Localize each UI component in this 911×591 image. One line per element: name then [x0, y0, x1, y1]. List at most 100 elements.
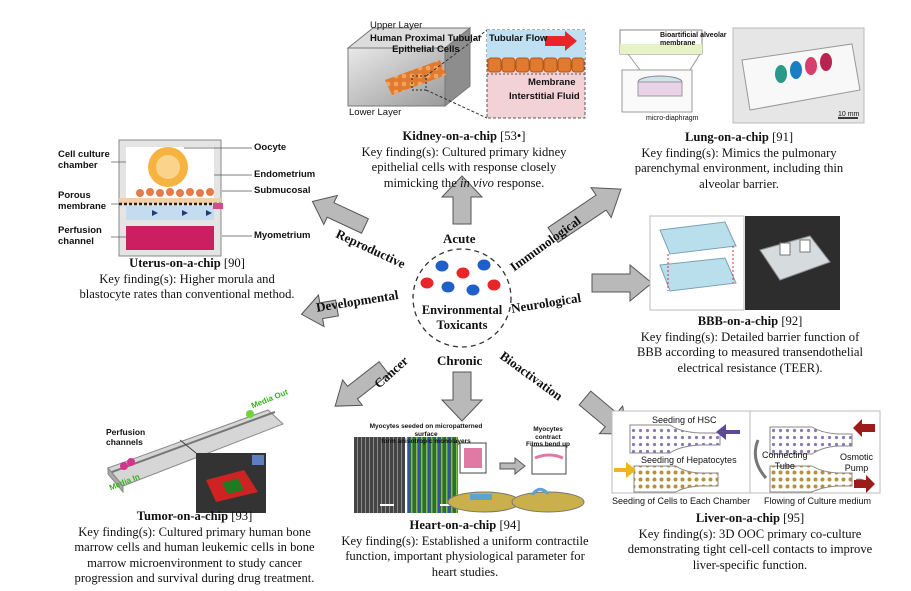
- bbb-finding-1: Key finding(s): Detailed barrier functio…: [640, 329, 860, 344]
- kidney-label-lower-layer: Lower Layer: [349, 107, 402, 118]
- bbb-finding-3: electrical resistance (TEER).: [677, 360, 823, 375]
- arrows: [300, 175, 653, 435]
- heart-finding-2: function, important physiological parame…: [345, 549, 585, 563]
- heart-illustration: [354, 437, 585, 513]
- liver-title: Liver-on-a-chip: [695, 511, 781, 525]
- liver-label-hsc: Seeding of HSC: [652, 415, 717, 425]
- uterus-label-perfusion: Perfusion channel: [58, 225, 102, 247]
- kidney-label-membrane: Membrane: [528, 77, 576, 88]
- uterus-title: Uterus-on-a-chip: [129, 256, 221, 270]
- heart-title: Heart-on-a-chip: [409, 518, 497, 532]
- uterus-caption: Uterus-on-a-chip [90] Key finding(s): Hi…: [62, 256, 312, 303]
- bbb-illustration: [649, 215, 840, 311]
- category-chronic: Chronic: [437, 353, 483, 368]
- liver-finding-3: liver-specific function.: [692, 557, 808, 572]
- liver-illustration: [611, 410, 881, 494]
- lung-label-alveolar-1: Bioartificial alveolar: [660, 32, 727, 39]
- uterus-label-oocyte: Oocyte: [254, 142, 287, 153]
- kidney-label-cells-1: Human Proximal Tubular: [370, 33, 482, 44]
- center-label-line1: Environmental: [421, 303, 503, 317]
- kidney-illustration: [346, 26, 586, 119]
- uterus-label-cell-culture-2: chamber: [58, 159, 98, 171]
- liver-label-osmotic-2: Pump: [844, 462, 869, 473]
- bbb-ref: [92]: [781, 314, 803, 328]
- uterus-finding-2: blastocyte rates than conventional metho…: [79, 287, 295, 301]
- liver-label-hepatocytes: Seeding of Hepatocytes: [641, 455, 737, 465]
- heart-label-contract-2: Films bend up: [525, 441, 571, 448]
- arrow-down-heart: [440, 371, 484, 422]
- heart-label-seeded: Myocytes seeded on micropatterned surfac…: [358, 423, 494, 446]
- heart-finding-3: heart studies.: [431, 564, 499, 579]
- kidney-label-cells: Human Proximal Tubular Epithelial Cells: [370, 33, 482, 55]
- liver-label-connecting-2: Tube: [774, 460, 795, 471]
- tumor-label-perfusion-1: Perfusion: [106, 427, 146, 437]
- uterus-label-perfusion-1: Perfusion: [58, 225, 102, 236]
- uterus-label-cell-culture-1: Cell culture: [58, 149, 110, 160]
- arrow-developmental: [300, 293, 339, 328]
- uterus-label-endometrium: Endometrium: [254, 169, 316, 180]
- kidney-finding-3: mimicking the: [383, 175, 457, 190]
- tumor-caption: Tumor-on-a-chip [93] Key finding(s): Cul…: [57, 509, 332, 587]
- lung-title: Lung-on-a-chip: [684, 130, 769, 144]
- tumor-ref: [93]: [231, 509, 253, 523]
- arrow-reproductive: [311, 194, 370, 234]
- tumor-finding-2: marrow cells and human leukemic cells in…: [74, 540, 315, 554]
- kidney-label-upper-layer: Upper Layer: [370, 20, 423, 31]
- lung-label-alveolar: Bioartificial alveolar membrane: [660, 32, 727, 48]
- lung-caption: Lung-on-a-chip [91] Key finding(s): Mimi…: [610, 130, 868, 192]
- tumor-finding-4: progression and survival during drug tre…: [74, 571, 315, 585]
- center-label-line2: Toxicants: [436, 318, 488, 332]
- heart-label-contract: Myocytes contract Films bend up: [520, 426, 576, 449]
- tumor-illustration: [107, 409, 284, 513]
- tumor-label-perfusion-2: channels: [106, 436, 143, 447]
- center-label: Environmental Toxicants: [413, 303, 511, 333]
- arrow-immunological: [547, 187, 622, 244]
- lung-ref: [91]: [772, 130, 794, 144]
- kidney-finding-4: response.: [497, 175, 545, 190]
- liver-finding-2: demonstrating tight cell-cell contacts t…: [627, 542, 873, 556]
- heart-label-seeded-1: Myocytes seeded on micropatterned surfac…: [369, 423, 483, 438]
- kidney-label-tubular-flow: Tubular Flow: [489, 33, 548, 44]
- kidney-finding-invivo: in vivo: [459, 175, 494, 190]
- uterus-label-porous: Porous membrane: [58, 190, 106, 212]
- bbb-finding-2: BBB according to measured transendotheli…: [637, 345, 863, 359]
- liver-label-connecting: Connecting Tube: [762, 450, 808, 471]
- arrow-neurological: [591, 263, 653, 303]
- uterus-label-porous-1: Porous: [58, 190, 91, 201]
- arrow-cancer: [334, 360, 390, 407]
- liver-label-seeding-each: Seeding of Cells to Each Chamber: [612, 496, 751, 506]
- heart-label-contract-1: Myocytes contract: [533, 426, 563, 441]
- uterus-label-cell-culture: Cell culture chamber: [58, 149, 110, 171]
- heart-finding-1: Key finding(s): Established a uniform co…: [341, 533, 589, 548]
- heart-label-seeded-2: form anisotropic monolayers: [381, 438, 471, 445]
- liver-ref: [95]: [783, 511, 805, 525]
- heart-ref: [94]: [499, 518, 521, 532]
- uterus-label-myometrium: Myometrium: [254, 230, 311, 241]
- bbb-caption: BBB-on-a-chip [92] Key finding(s): Detai…: [622, 314, 878, 376]
- uterus-label-perfusion-2: channel: [58, 235, 94, 247]
- tumor-finding-3: marrow microenvironment to study cancer: [87, 555, 302, 570]
- kidney-finding-2: epithelial cells with response closely: [371, 160, 557, 174]
- kidney-caption: Kidney-on-a-chip [53•] Key finding(s): C…: [338, 129, 590, 191]
- kidney-label-interstitial: Interstitial Fluid: [509, 91, 580, 102]
- category-acute: Acute: [443, 231, 476, 246]
- liver-label-osmotic-1: Osmotic: [840, 452, 874, 462]
- kidney-label-cells-2: Epithelial Cells: [392, 43, 460, 55]
- uterus-finding-1: Key finding(s): Higher morula and: [99, 271, 275, 286]
- liver-label-flowing: Flowing of Culture medium: [764, 496, 872, 506]
- liver-finding-1: Key finding(s): 3D OOC primary co-cultur…: [638, 526, 862, 541]
- arrow-up-kidney: [440, 175, 484, 225]
- kidney-ref: [53•]: [500, 129, 526, 143]
- kidney-finding-1: Key finding(s): Cultured primary kidney: [361, 144, 567, 159]
- toxicant-dots: [420, 259, 501, 296]
- uterus-illustration: [111, 139, 252, 257]
- center-circle: [412, 248, 512, 348]
- lung-finding-2: parenchymal environment, including thin: [634, 161, 844, 175]
- lung-finding-1: Key finding(s): Mimics the pulmonary: [641, 145, 837, 160]
- lung-label-scale: 10 mm: [838, 111, 860, 118]
- uterus-ref: [90]: [223, 256, 245, 270]
- uterus-label-submucosal: Submucosal: [254, 185, 311, 196]
- lung-label-alveolar-2: membrane: [660, 40, 696, 47]
- liver-caption: Liver-on-a-chip [95] Key finding(s): 3D …: [610, 511, 890, 573]
